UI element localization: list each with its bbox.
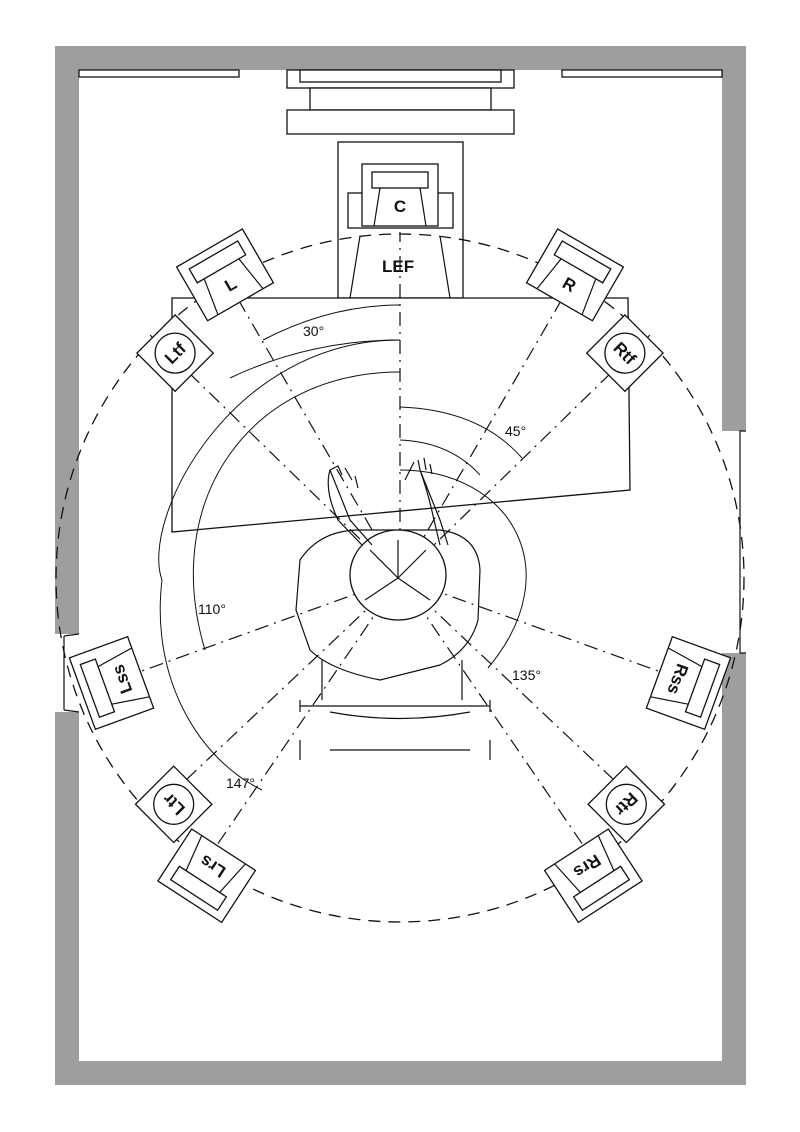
wall-right-lower xyxy=(722,653,746,1085)
arc-30 xyxy=(262,304,401,341)
tv-base xyxy=(286,109,515,135)
rack-leg-right xyxy=(439,235,451,299)
speaker-lss: Lss xyxy=(68,635,155,731)
speaker-c: C xyxy=(361,163,439,227)
ray-l xyxy=(227,281,401,579)
speaker-r: R xyxy=(525,228,625,322)
wall-right-upper xyxy=(722,46,746,431)
listener-torso xyxy=(295,529,481,681)
arc-110 xyxy=(192,371,401,651)
angle-label-135: 135° xyxy=(512,667,541,683)
speaker-label-c: C xyxy=(394,197,406,216)
arc-110-outer xyxy=(158,339,401,581)
listener-hand-right xyxy=(404,457,433,481)
angle-label-147: 147° xyxy=(226,775,255,791)
speaker-rtf: Rtf xyxy=(585,313,665,393)
speaker-ltr: Ltr xyxy=(134,765,213,844)
ray-ltr xyxy=(149,577,401,815)
wall-left-lower xyxy=(55,712,79,1085)
arc-135 xyxy=(399,469,527,669)
chair-back xyxy=(329,711,471,720)
ray-rrs xyxy=(399,577,608,881)
tv-stand xyxy=(309,87,492,111)
ray-r xyxy=(399,281,573,579)
angle-label-45: 45° xyxy=(505,423,526,439)
ray-lrs xyxy=(192,577,401,881)
angle-arcs xyxy=(158,304,527,791)
arc-45 xyxy=(399,406,523,459)
speaker-rtr: Rtr xyxy=(587,765,666,844)
listener-arm-left xyxy=(327,469,373,546)
window-right xyxy=(561,69,723,78)
listener-hand-left xyxy=(329,465,359,489)
window-left xyxy=(78,69,240,78)
mixing-desk xyxy=(171,297,631,533)
door-left xyxy=(63,633,80,713)
speaker-rrs: Rrs xyxy=(543,828,643,924)
listener-figure xyxy=(295,457,491,760)
speaker-rss: Rss xyxy=(645,635,732,731)
wall-left-upper xyxy=(55,46,79,634)
listener-arm-right xyxy=(419,469,449,546)
angle-label-30: 30° xyxy=(303,323,324,339)
ray-rtr xyxy=(399,577,651,815)
wall-bottom xyxy=(55,1061,746,1085)
speaker-ltf: Ltf xyxy=(135,313,215,393)
wall-top xyxy=(55,46,746,70)
lef-label: LEF xyxy=(382,257,414,276)
rack-leg-left xyxy=(349,235,361,299)
door-right xyxy=(739,430,746,654)
tv-bezel xyxy=(299,69,502,83)
head-center-mark xyxy=(364,540,431,601)
arc-45-inner xyxy=(399,439,481,476)
angle-label-110: 110° xyxy=(198,601,226,617)
ray-rss xyxy=(399,577,673,677)
arc-147 xyxy=(159,579,263,791)
speaker-lrs: Lrs xyxy=(157,828,257,924)
chair-outline xyxy=(299,700,491,760)
speaker-l: L xyxy=(175,228,275,322)
room-walls xyxy=(55,46,746,1085)
